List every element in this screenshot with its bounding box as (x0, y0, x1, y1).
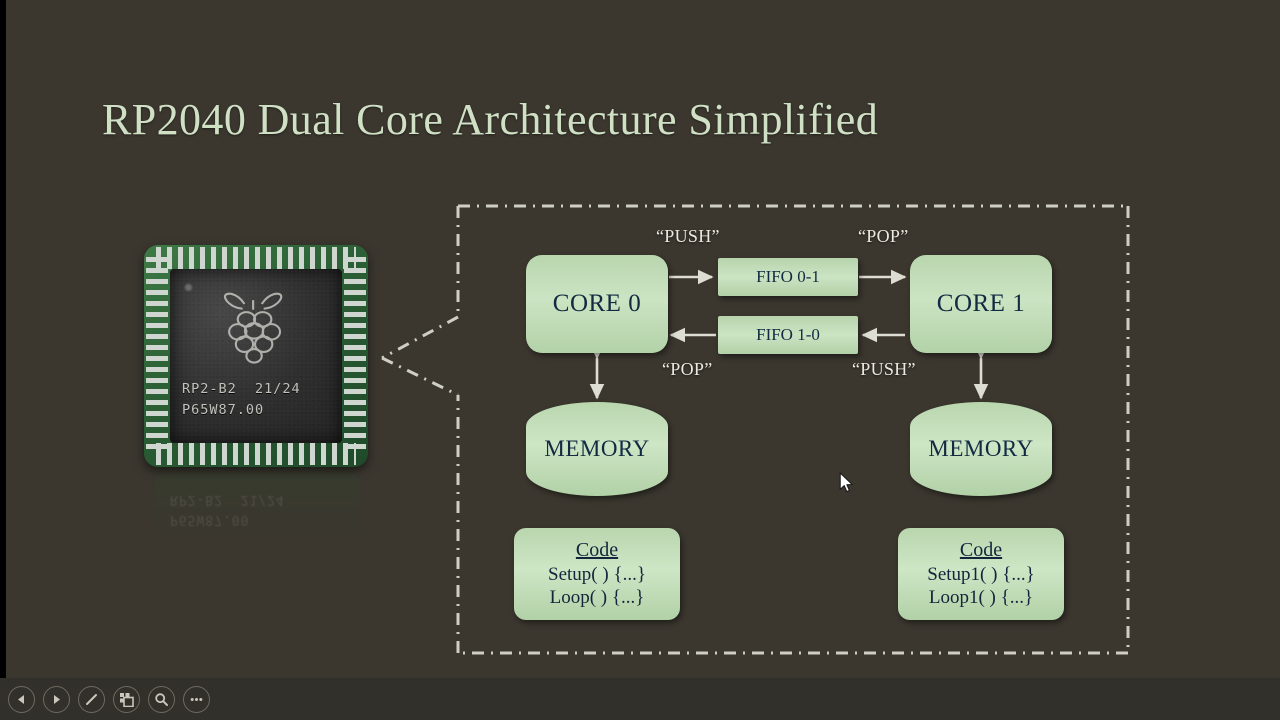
reflection-marking-1: RP2-B2 21/24 (170, 492, 285, 507)
memory-0-label: MEMORY (544, 436, 650, 461)
pop-label-top: “POP” (858, 226, 909, 246)
pen-annotate-button[interactable] (78, 685, 105, 713)
player-toolbar (0, 678, 1280, 720)
code-1-title: Code (959, 538, 1003, 561)
pin-one-dot (184, 283, 193, 292)
fifo-1-0-label: FIFO 1-0 (756, 325, 820, 344)
next-slide-button[interactable] (43, 685, 70, 713)
magnifier-icon (155, 692, 168, 706)
chip-pins-left (146, 257, 168, 455)
page-title: RP2040 Dual Core Architecture Simplified (102, 95, 879, 144)
triangle-left-icon (18, 694, 24, 704)
memory-0-box[interactable]: MEMORY (526, 402, 668, 496)
mouse-cursor (839, 472, 853, 493)
chip-reflection: RP2-B2 21/24 P65W87.00 (154, 473, 360, 535)
more-options-button[interactable] (183, 685, 210, 713)
pen-icon (86, 693, 97, 705)
core-1-label: CORE 1 (936, 290, 1026, 317)
rp2040-chip-photo: RP2-B2 21/24 P65W87.00 RP2-B2 21/24 P65W… (144, 245, 368, 535)
code-1-box[interactable]: Code Setup1( ) {...} Loop1( ) {...} (898, 528, 1064, 620)
core-0-box[interactable]: CORE 0 (526, 255, 668, 353)
chip-pins-top (156, 247, 356, 269)
code-1-line-1: Setup1( ) {...} (927, 564, 1035, 586)
ellipsis-icon (190, 697, 203, 701)
chip-pins-bottom (156, 443, 356, 465)
presentation-slide: RP2040 Dual Core Architecture Simplified (6, 0, 1280, 720)
slide-overview-button[interactable] (113, 685, 140, 713)
pop-label-bottom: “POP” (662, 359, 713, 379)
fifo-0-1-box[interactable]: FIFO 0-1 (718, 258, 858, 296)
chip-pins-right (344, 257, 366, 455)
code-0-box[interactable]: Code Setup( ) {...} Loop( ) {...} (514, 528, 680, 620)
fifo-0-1-label: FIFO 0-1 (756, 267, 820, 286)
zoom-search-button[interactable] (148, 685, 175, 713)
chip-die-surface: RP2-B2 21/24 P65W87.00 (170, 269, 342, 443)
push-label-top: “PUSH” (656, 226, 720, 246)
core-1-box[interactable]: CORE 1 (910, 255, 1052, 353)
reflection-marking-2: P65W87.00 (170, 512, 250, 527)
chip-marking-line-1: RP2-B2 21/24 (182, 381, 301, 397)
code-0-line-1: Setup( ) {...} (548, 564, 646, 586)
previous-slide-button[interactable] (8, 685, 35, 713)
raspberry-pi-logo-icon (223, 292, 283, 364)
grid-overview-icon (120, 692, 134, 707)
triangle-right-icon (54, 694, 60, 704)
chip-pcb-board: RP2-B2 21/24 P65W87.00 (144, 245, 368, 467)
push-label-bottom: “PUSH” (852, 359, 916, 379)
die-texture (170, 269, 342, 443)
code-0-line-2: Loop( ) {...} (549, 586, 645, 608)
chip-marking-line-2: P65W87.00 (182, 402, 265, 418)
core-0-label: CORE 0 (552, 290, 642, 317)
fifo-1-0-box[interactable]: FIFO 1-0 (718, 316, 858, 354)
code-0-title: Code (575, 538, 619, 561)
code-1-line-2: Loop1( ) {...} (928, 586, 1034, 608)
memory-1-box[interactable]: MEMORY (910, 402, 1052, 496)
memory-1-label: MEMORY (928, 436, 1034, 461)
